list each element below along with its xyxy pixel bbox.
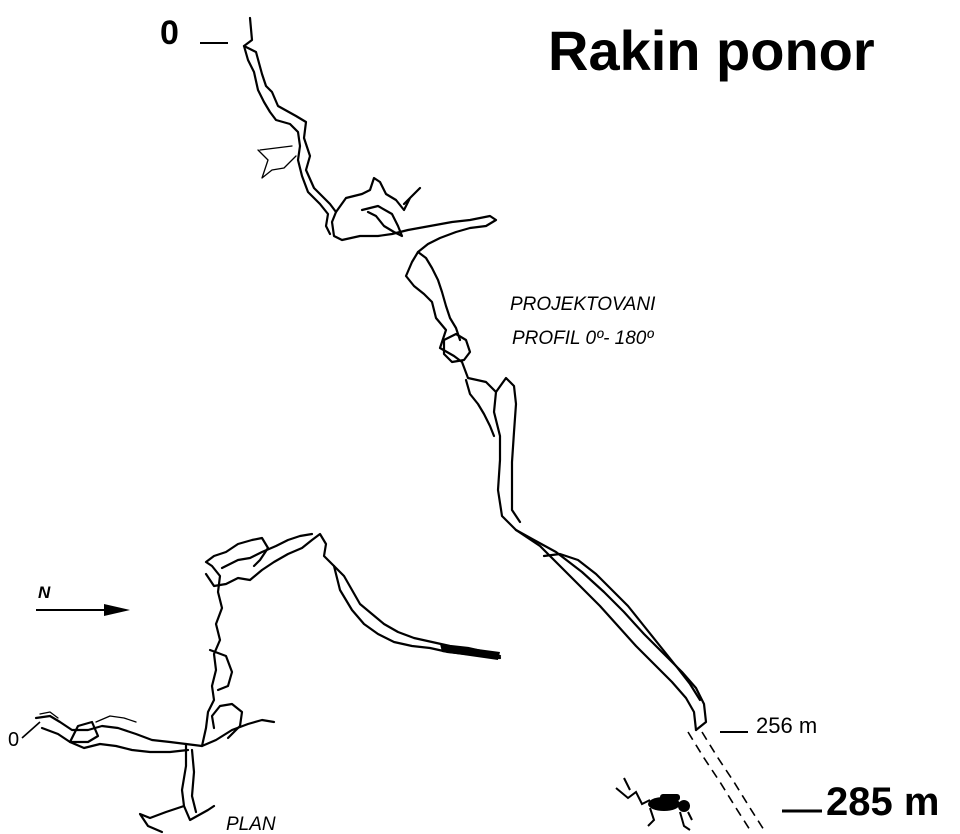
plan-entrance-pointer — [21, 721, 41, 739]
siphon-dashed-continuation — [687, 731, 765, 831]
depth-label-285: 285 m — [826, 780, 939, 824]
depth-label-zero: 0 — [160, 14, 179, 52]
profile-label-line1: PROJEKTOVANI — [510, 294, 656, 315]
depth-label-256: 256 m — [756, 713, 817, 738]
plan-label: PLAN — [226, 814, 276, 834]
diagram-title: Rakin ponor — [548, 19, 875, 82]
plan-cave-outline — [34, 532, 502, 834]
profile-cave-outline — [242, 16, 708, 732]
plan-entrance-label: 0 — [8, 729, 19, 751]
north-label: N — [38, 583, 51, 602]
diver-icon — [615, 777, 693, 831]
north-arrow-icon — [36, 604, 130, 616]
profile-label-line2: PROFIL 0º- 180º — [512, 328, 654, 349]
